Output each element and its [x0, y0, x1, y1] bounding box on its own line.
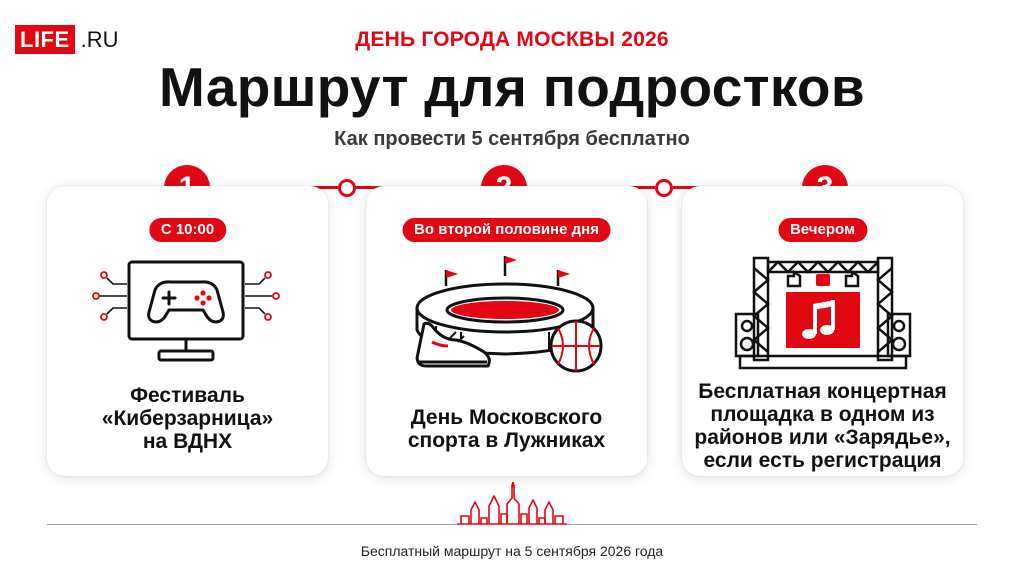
- description-line: Фестиваль: [130, 384, 245, 407]
- time-badge: С 10:00: [148, 218, 227, 242]
- kremlin-icon: [457, 481, 567, 528]
- footer-divider-right: [567, 524, 977, 525]
- step-description: День Московского спорта в Лужниках: [376, 406, 637, 452]
- gaming-monitor-icon: [47, 248, 328, 378]
- life-ru-logo[interactable]: LIFE .RU: [15, 25, 119, 54]
- step-card-3: Вечером: [682, 186, 963, 476]
- description-line: День Московского: [410, 406, 603, 429]
- footer-text: Бесплатный маршрут на 5 сентября 2026 го…: [360, 543, 664, 559]
- page-subtitle: Как провести 5 сентября бесплатно: [334, 128, 690, 150]
- header-kicker: ДЕНЬ ГОРОДА МОСКВЫ 2026: [355, 28, 669, 51]
- description-line: спорта в Лужниках: [407, 429, 606, 452]
- time-badge: Вечером: [777, 218, 868, 242]
- timeline-dot: [655, 179, 673, 197]
- timeline-dot: [338, 179, 356, 197]
- step-card-2: Во второй половине дня: [366, 186, 647, 476]
- description-line: если есть регистрация: [703, 449, 942, 472]
- time-badge: Во второй половине дня: [402, 218, 611, 242]
- concert-stage-icon: [682, 248, 963, 378]
- logo-mark: LIFE: [15, 25, 75, 54]
- description-line: на ВДНХ: [142, 430, 233, 453]
- stadium-sneaker-basketball-icon: [366, 248, 647, 378]
- description-line: площадка в одном из: [710, 403, 935, 426]
- step-description: Бесплатная концертная площадка в одном и…: [692, 380, 953, 472]
- description-line: Бесплатная концертная: [698, 380, 947, 403]
- description-line: «Киберзарница»: [101, 407, 274, 430]
- logo-domain: .RU: [80, 26, 119, 52]
- step-description: Фестиваль «Киберзарница» на ВДНХ: [57, 384, 318, 453]
- page-title: Маршрут для подростков: [159, 56, 865, 118]
- description-line: районов или «Зарядье»,: [694, 426, 951, 449]
- step-card-1: С 10:00: [47, 186, 328, 476]
- footer-divider-left: [47, 524, 457, 525]
